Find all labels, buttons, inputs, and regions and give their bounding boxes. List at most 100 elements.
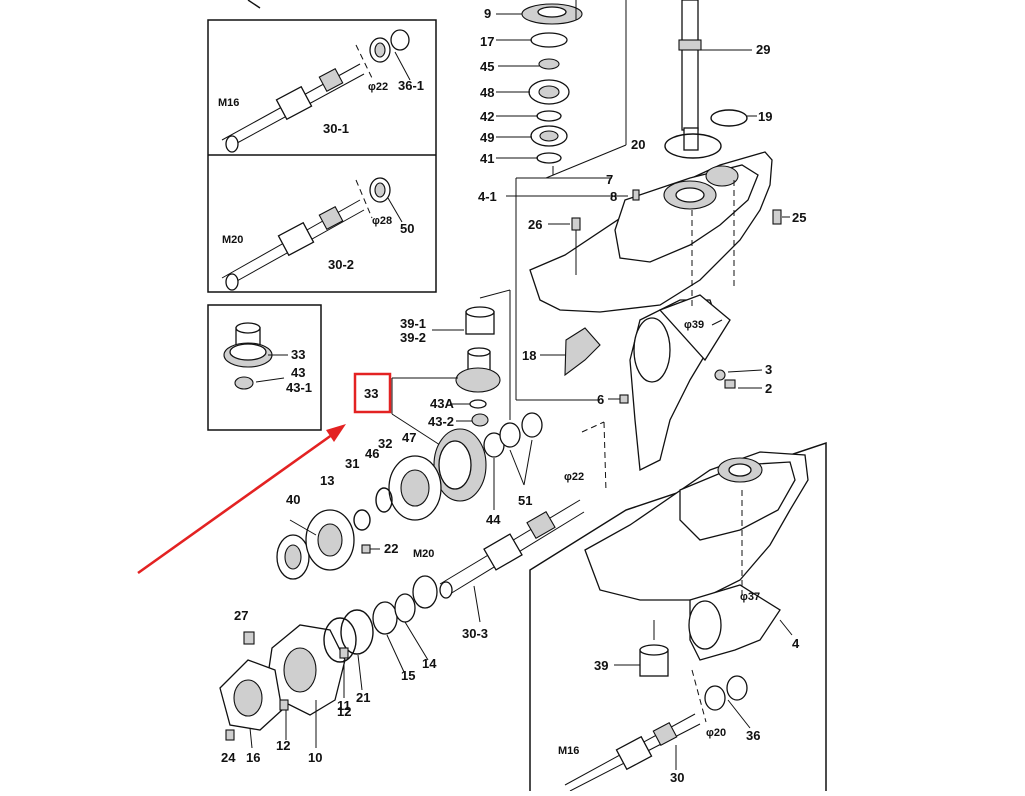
o-ring-20 — [664, 133, 722, 159]
label-47: 47 — [402, 430, 416, 445]
label-19: 19 — [758, 109, 772, 124]
inset-driveshaft-variants — [207, 19, 437, 293]
label-8: 8 — [610, 189, 617, 204]
label-49: 49 — [480, 130, 494, 145]
bolt-25 — [772, 209, 782, 225]
label-27: 27 — [234, 608, 248, 623]
label-41: 41 — [480, 151, 494, 166]
clutch-32 — [388, 455, 442, 521]
label-39-1: 39-1 — [400, 316, 426, 331]
label-14: 14 — [422, 656, 437, 671]
arrow-fragment — [247, 0, 261, 9]
label-42: 42 — [480, 109, 494, 124]
label-10: 10 — [308, 750, 322, 765]
bolt-3 — [714, 369, 726, 381]
cover-16 — [219, 659, 283, 731]
label-39: 39 — [594, 658, 608, 673]
o-ring-21 — [340, 609, 374, 655]
label-12b: 12 — [276, 738, 290, 753]
shaft-30-2 — [221, 199, 365, 291]
label-m20-top: M20 — [222, 234, 243, 246]
inset-pinion-nut — [207, 304, 322, 431]
label-6: 6 — [597, 392, 604, 407]
label-40: 40 — [286, 492, 300, 507]
label-21: 21 — [356, 690, 370, 705]
label-24: 24 — [221, 750, 236, 765]
inset-lower-gearcase — [529, 441, 827, 792]
label-29: 29 — [756, 42, 770, 57]
label-30: 30 — [670, 770, 684, 785]
label-20: 20 — [631, 137, 645, 152]
label-18: 18 — [522, 348, 536, 363]
label-43-2: 43-2 — [428, 414, 454, 429]
plug-8 — [632, 189, 640, 201]
label-16: 16 — [246, 750, 260, 765]
part-labels: 9 17 45 48 42 49 41 29 19 20 7 8 4-1 26 … — [218, 6, 806, 785]
label-7: 7 — [606, 172, 613, 187]
pin-12 — [279, 699, 289, 711]
label-46: 46 — [365, 446, 379, 461]
bearing-50 — [369, 177, 391, 203]
label-m16-top: M16 — [218, 97, 239, 109]
label-inset-33: 33 — [291, 347, 305, 362]
bolt-27 — [243, 631, 255, 645]
label-inset-43-1: 43-1 — [286, 380, 312, 395]
plug-6 — [619, 394, 629, 404]
label-26: 26 — [528, 217, 542, 232]
label-17: 17 — [480, 34, 494, 49]
label-39-2: 39-2 — [400, 330, 426, 345]
label-4-1: 4-1 — [478, 189, 497, 204]
highlight-arrow-head — [326, 424, 346, 442]
upper-gearcase — [529, 151, 773, 472]
o-ring-19 — [710, 109, 748, 127]
ring-46 — [375, 487, 393, 513]
label-44: 44 — [486, 512, 501, 527]
screw-26 — [571, 217, 581, 231]
label-15: 15 — [401, 668, 415, 683]
propshaft-30-3 — [439, 499, 585, 599]
shaft-30-1 — [221, 63, 365, 153]
label-9: 9 — [484, 6, 491, 21]
highlight-arrow — [137, 430, 337, 575]
label-43a: 43A — [430, 396, 454, 411]
bolt-2 — [724, 379, 736, 389]
label-31: 31 — [345, 456, 359, 471]
label-phi20: φ20 — [706, 727, 726, 739]
label-30-3: 30-3 — [462, 626, 488, 641]
flange-13 — [305, 509, 355, 571]
label-3: 3 — [765, 362, 772, 377]
anode-18 — [564, 327, 601, 377]
o-ring-11 — [323, 617, 357, 663]
bolt-22 — [361, 544, 371, 554]
label-32: 32 — [378, 436, 392, 451]
label-45: 45 — [480, 59, 494, 74]
label-36-1: 36-1 — [398, 78, 424, 93]
label-30-2: 30-2 — [328, 257, 354, 272]
pin-12b — [339, 647, 349, 659]
label-phi37: φ37 — [740, 591, 760, 603]
forward-gear — [433, 428, 487, 502]
label-51: 51 — [518, 493, 532, 508]
label-50: 50 — [400, 221, 414, 236]
driveshaft-29 — [678, 0, 752, 151]
top-bearing-stack — [496, 0, 627, 179]
label-36: 36 — [746, 728, 760, 743]
bearing-40 — [276, 534, 310, 580]
label-13: 13 — [320, 473, 334, 488]
label-11: 11 — [337, 698, 351, 713]
label-m16-bot: M16 — [558, 745, 579, 757]
label-phi28: φ28 — [372, 215, 392, 227]
washer-14 — [394, 593, 416, 623]
label-phi22-mid: φ22 — [564, 471, 584, 483]
label-48: 48 — [480, 85, 494, 100]
bolt-24 — [225, 729, 235, 741]
pinion-assembly — [432, 289, 511, 427]
bearings-51 — [499, 412, 543, 448]
washer-14b — [412, 575, 438, 609]
label-phi22-top: φ22 — [368, 81, 388, 93]
bearing-36-1 — [369, 29, 410, 63]
highlight-box-33 — [353, 372, 392, 414]
label-phi39: φ39 — [684, 319, 704, 331]
label-inset-43: 43 — [291, 365, 305, 380]
